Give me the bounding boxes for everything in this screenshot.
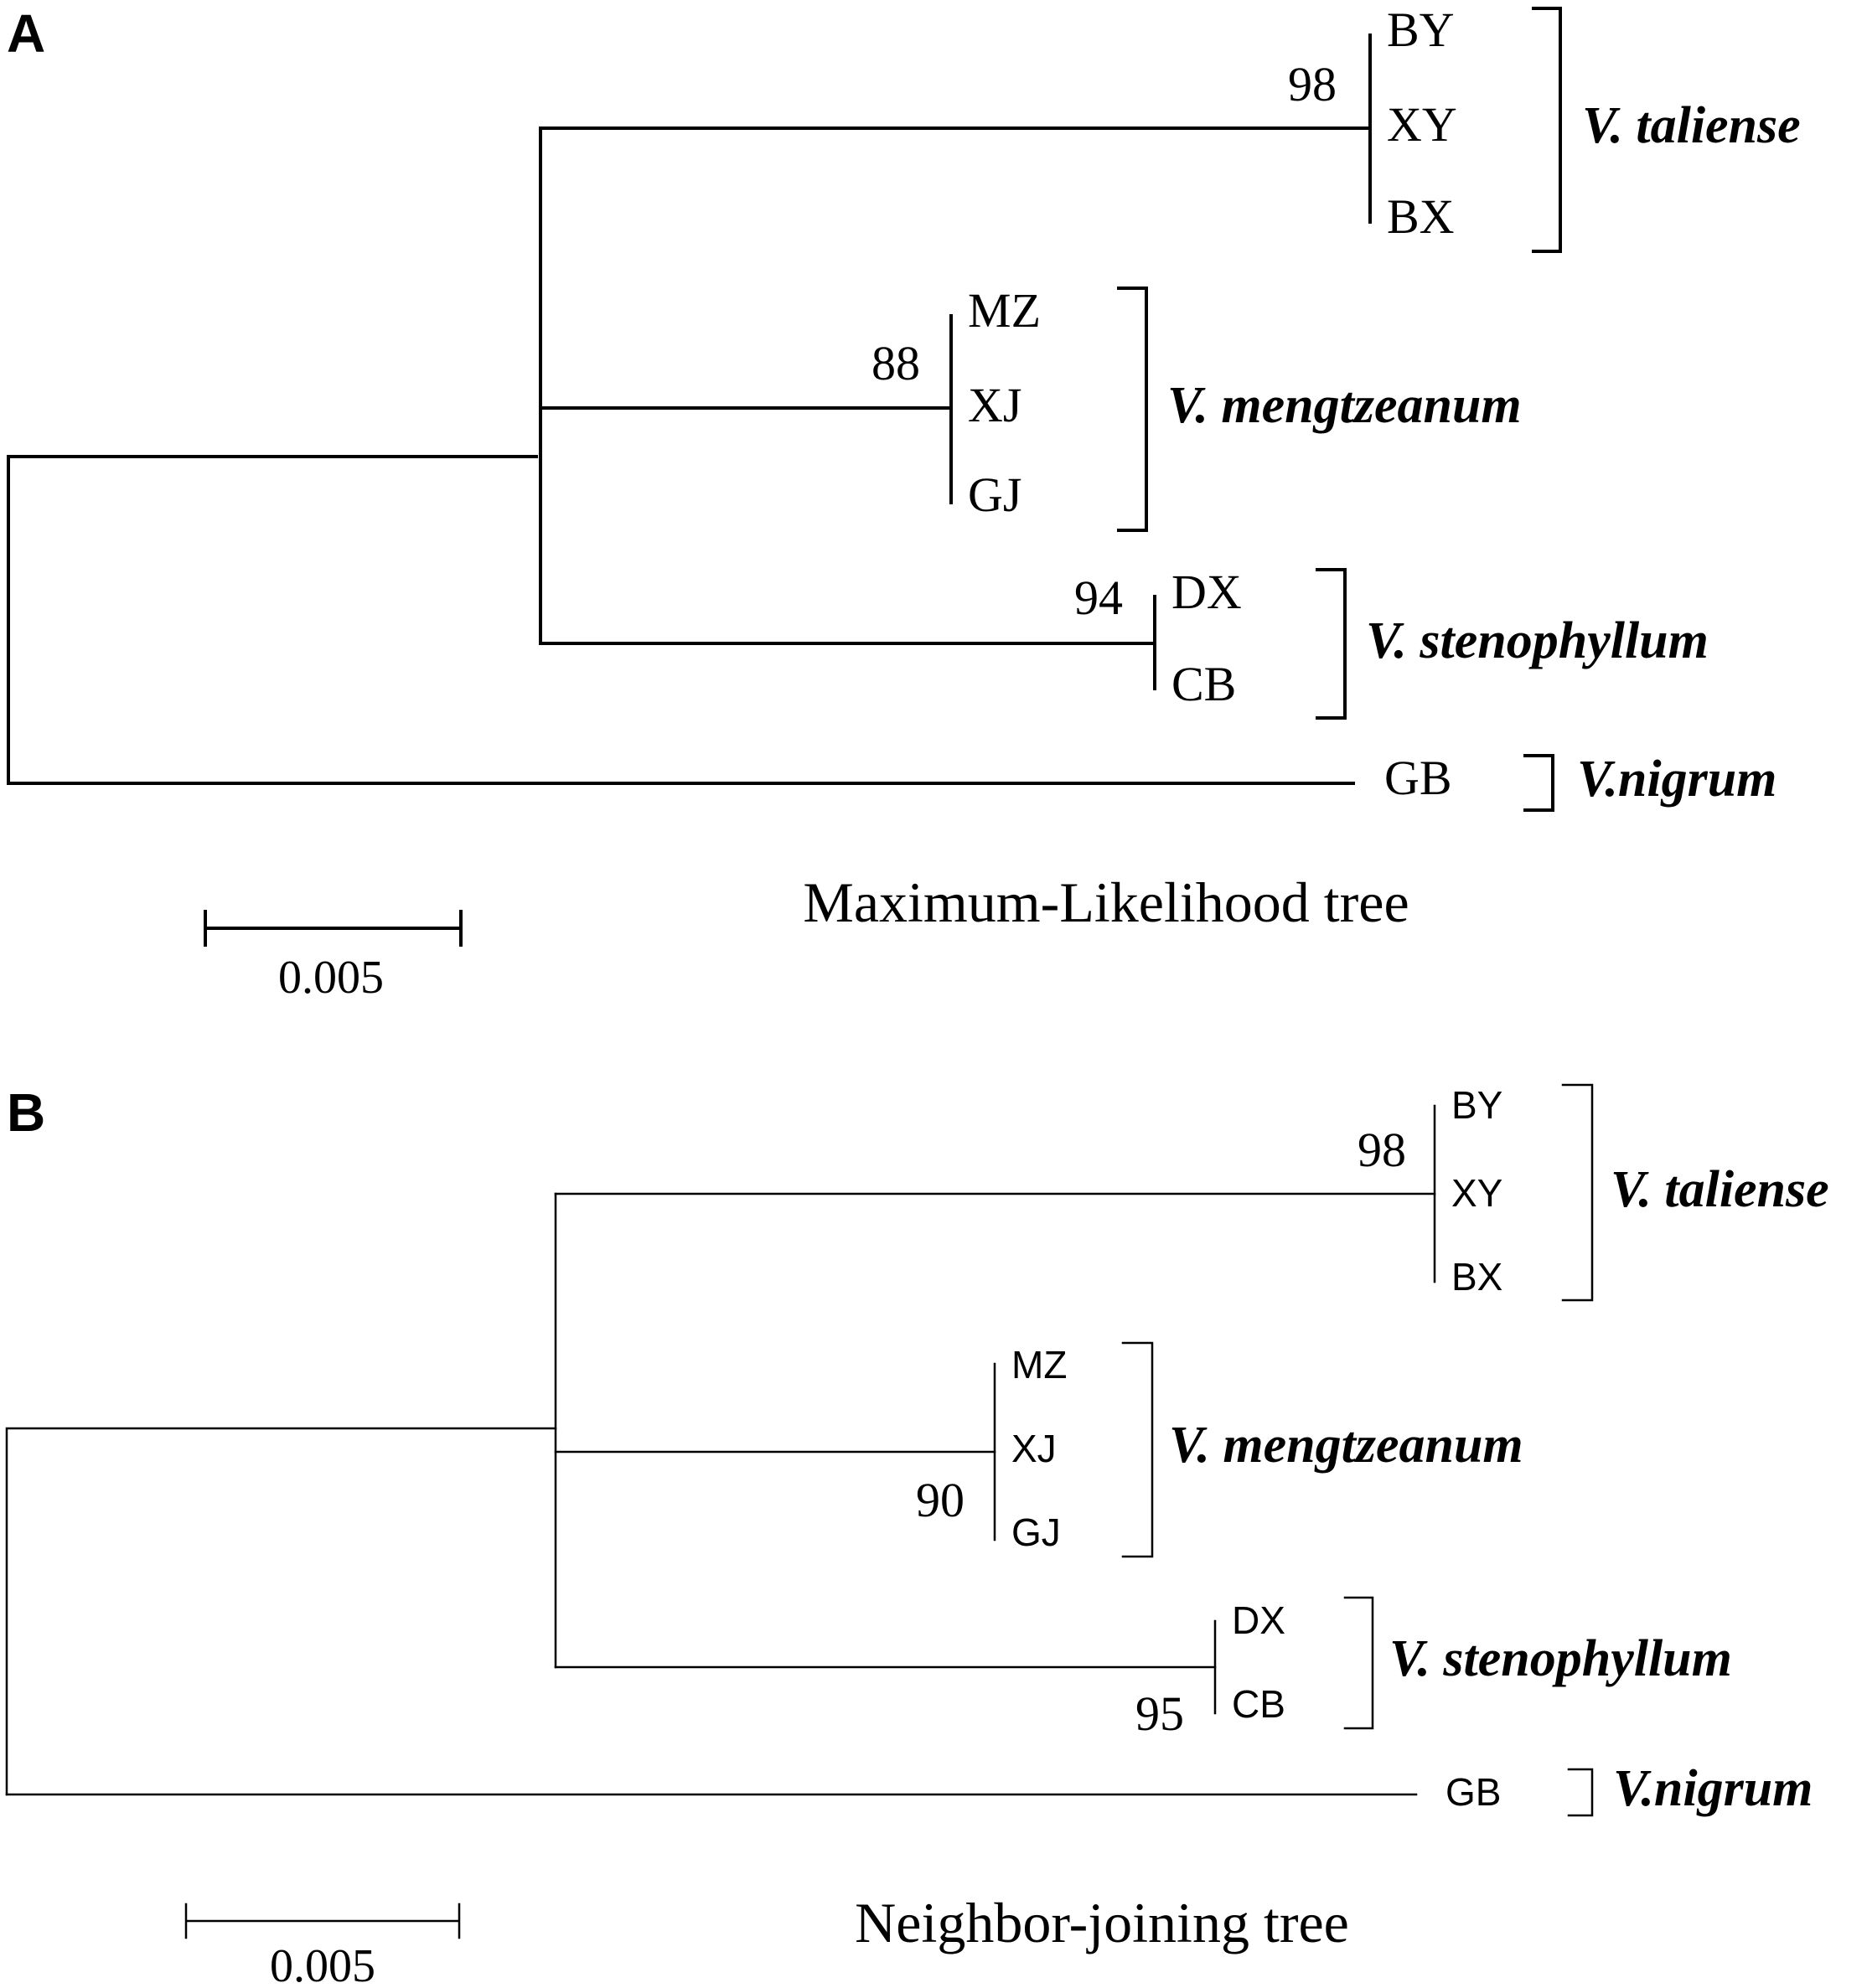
taxon-cb: CB xyxy=(1171,657,1236,711)
species-taliense: V. taliense xyxy=(1582,97,1801,154)
taxon-gj: GJ xyxy=(1011,1510,1061,1554)
species-mengtzeanum: V. mengtzeanum xyxy=(1169,1417,1523,1474)
scale-bar-label: 0.005 xyxy=(278,952,384,1004)
species-nigrum: V.nigrum xyxy=(1577,751,1776,808)
taxon-gj: GJ xyxy=(968,467,1021,522)
bracket-taliense xyxy=(1532,7,1562,253)
bracket-stenophyllum xyxy=(1316,568,1347,720)
taxon-dx: DX xyxy=(1171,565,1242,619)
bracket-nigrum xyxy=(1523,754,1554,812)
panel-b: B BY XY BX MZ XJ GJ DX CB GB 98 90 xyxy=(5,1082,1829,1988)
taxon-xj: XJ xyxy=(968,378,1021,432)
taxon-gb: GB xyxy=(1384,751,1452,805)
panel-a: A BY XY BX MZ XJ GJ DX CB GB 98 88 xyxy=(7,3,1801,1004)
species-stenophyllum: V. stenophyllum xyxy=(1366,612,1709,669)
taxon-dx: DX xyxy=(1232,1598,1285,1642)
species-nigrum: V.nigrum xyxy=(1613,1760,1813,1817)
support-stenophyllum: 94 xyxy=(1074,571,1123,625)
taxon-xj: XJ xyxy=(1011,1427,1057,1470)
nj-tree-branches xyxy=(5,1104,1436,1796)
bracket-taliense xyxy=(1561,1083,1594,1302)
scale-bar xyxy=(204,910,463,947)
tree-method-title: Maximum-Likelihood tree xyxy=(803,870,1409,934)
species-taliense: V. taliense xyxy=(1611,1161,1829,1218)
bracket-stenophyllum xyxy=(1343,1596,1374,1730)
taxon-mz: MZ xyxy=(1011,1343,1067,1386)
support-stenophyllum: 95 xyxy=(1135,1686,1184,1741)
taxon-by: BY xyxy=(1451,1083,1502,1127)
root-branch xyxy=(7,455,538,785)
panel-a-label: A xyxy=(7,3,45,64)
species-stenophyllum: V. stenophyllum xyxy=(1389,1630,1732,1687)
taxon-xy: XY xyxy=(1451,1171,1502,1215)
scale-bar-label: 0.005 xyxy=(270,1940,375,1988)
taxon-gb: GB xyxy=(1446,1770,1501,1814)
support-taliense: 98 xyxy=(1358,1123,1406,1177)
taxon-bx: BX xyxy=(1451,1255,1502,1299)
bracket-nigrum xyxy=(1567,1768,1594,1817)
root-branch xyxy=(5,1427,557,1796)
taxon-by: BY xyxy=(1387,3,1455,57)
ml-tree-branches xyxy=(7,34,1372,785)
bracket-mengtzeanum xyxy=(1121,1341,1154,1558)
tree-method-title: Neighbor-joining tree xyxy=(855,1891,1349,1954)
taxon-mz: MZ xyxy=(968,283,1041,338)
taxon-bx: BX xyxy=(1387,189,1455,244)
support-mengtzeanum: 90 xyxy=(916,1473,965,1527)
panel-b-label: B xyxy=(7,1082,45,1143)
support-taliense: 98 xyxy=(1288,57,1337,111)
taxon-cb: CB xyxy=(1232,1682,1285,1726)
taxon-xy: XY xyxy=(1387,97,1457,152)
scale-bar xyxy=(184,1903,461,1939)
species-mengtzeanum: V. mengtzeanum xyxy=(1167,377,1522,434)
bracket-mengtzeanum xyxy=(1117,287,1148,532)
support-mengtzeanum: 88 xyxy=(871,336,920,390)
